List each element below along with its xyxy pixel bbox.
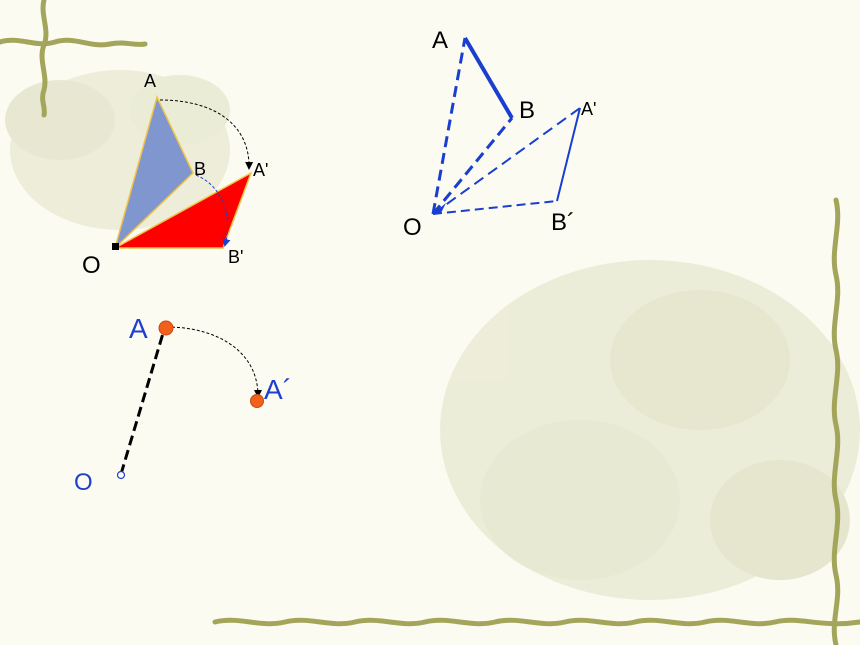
label-O: O [74,469,93,496]
label-O: O [82,252,101,279]
original-triangle-AOB [113,94,194,251]
vine-border-top-left [0,0,148,118]
dashed-OA' [432,107,581,215]
background-flower-decoration [5,70,860,600]
point-A [158,320,174,336]
dashed-OB [431,117,514,215]
label-B-prime: B´ [551,209,575,236]
figure-segment-rotation [431,36,581,215]
figure-triangle-rotation: A B A' B' O [82,71,268,279]
label-A-prime: A´ [264,374,292,405]
label-O: O [403,214,422,241]
vine-border-bottom-right [212,197,860,645]
rotation-arc-A-to-A' [166,326,262,398]
label-A: A [129,313,148,344]
arrowhead-at-O [433,203,446,214]
center-point-O [112,243,119,250]
label-B: B [194,159,206,179]
label-B: B [519,97,535,124]
label-A-prime: A' [581,99,596,119]
center-point-O [116,470,126,480]
label-A: A [144,71,156,91]
dashed-OA [431,37,467,215]
dashed-OA [119,329,166,475]
label-A-prime: A' [253,160,268,180]
dashed-OB' [432,200,558,215]
segment-A'B' [556,107,581,202]
figure-point-rotation: A A´ O [74,313,292,496]
label-A: A [432,27,448,54]
rotation-arc-A-to-A' [159,99,254,170]
figure-segment-labels: A B A' B´ O [403,27,596,241]
segment-AB [463,36,514,120]
point-A-prime [250,394,264,408]
label-B-prime: B' [228,247,243,267]
